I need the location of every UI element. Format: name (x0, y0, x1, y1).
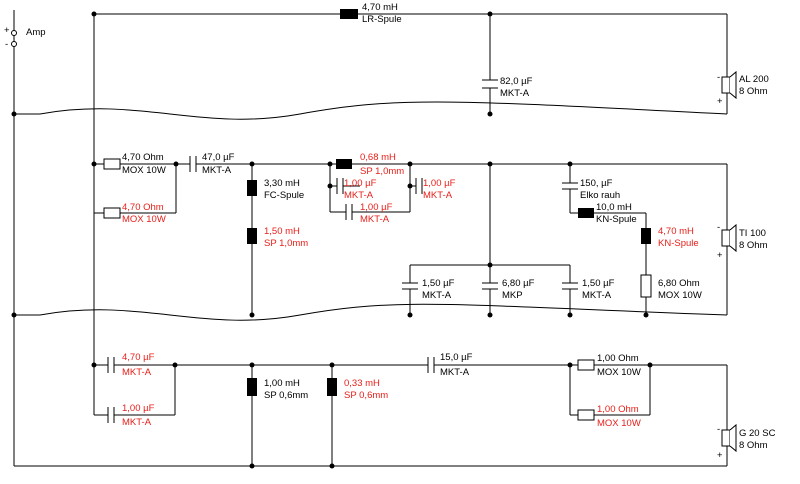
l330-type: FC-Spule (264, 190, 304, 201)
woofer-speaker: - + AL 200 8 Ohm (717, 70, 769, 107)
r1t-type: MOX 10W (597, 367, 641, 378)
c1t-capacitor: 1,00 µF MKT-A (107, 403, 155, 428)
lr-spule-inductor: 4,70 mH LR-Spule (340, 2, 402, 25)
mid-impedance: 8 Ohm (739, 240, 768, 251)
c1c-capacitor: 1,00 µF MKT-A (345, 202, 393, 225)
l10-inductor: 10,0 mH KN-Spule (578, 202, 637, 225)
c82-type: MKT-A (500, 88, 530, 99)
l470kn-inductor: 4,70 mH KN-Spule (641, 226, 699, 249)
l150-inductor: 1,50 mH SP 1,0mm (247, 226, 308, 249)
amp-minus: - (5, 39, 8, 50)
woofer-name: AL 200 (739, 74, 769, 85)
c150-type: Elko rauh (580, 190, 620, 201)
mid-plus: + (717, 250, 723, 261)
l033-type: SP 0,6mm (344, 390, 388, 401)
l330-value: 3,30 mH (264, 178, 300, 189)
c680-capacitor: 6,80 µF MKP (482, 278, 535, 301)
woofer-plus: + (717, 96, 723, 107)
c150a-capacitor: 1,50 µF MKT-A (402, 278, 455, 301)
c1b-value: 1,00 µF (423, 178, 456, 189)
c1b-capacitor: 1,00 µF MKT-A (415, 178, 456, 201)
r1-value: 4,70 Ohm (122, 152, 164, 163)
l033-value: 0,33 mH (344, 378, 380, 389)
r1-resistor: 4,70 Ohm MOX 10W (103, 152, 166, 176)
r680-resistor: 6,80 Ohm MOX 10W (640, 274, 702, 301)
tweeter-name: G 20 SC (739, 428, 776, 439)
c470t-capacitor: 4,70 µF MKT-A (107, 352, 155, 378)
amp-plus: + (4, 25, 10, 36)
l150-value: 1,50 mH (264, 226, 300, 237)
l068-inductor: 0,68 mH SP 1,0mm (336, 152, 404, 177)
woofer-impedance: 8 Ohm (739, 86, 768, 97)
c150b-capacitor: 1,50 µF MKT-A (562, 278, 615, 301)
l1t-inductor: 1,00 mH SP 0,6mm (247, 378, 308, 401)
r1t-value: 1,00 Ohm (597, 353, 639, 364)
c680-value: 6,80 µF (502, 278, 535, 289)
c470t-value: 4,70 µF (122, 352, 155, 363)
amp-label: Amp (26, 27, 46, 38)
c82-capacitor: 82,0 µF MKT-A (482, 76, 533, 99)
tweeter-minus: - (717, 424, 720, 435)
lr-spule-type: LR-Spule (362, 14, 402, 25)
c15-value: 15,0 µF (440, 352, 473, 363)
r1t2-resistor: 1,00 Ohm MOX 10W (577, 404, 641, 429)
c1c-type: MKT-A (360, 214, 390, 225)
r2-resistor: 4,70 Ohm MOX 10W (103, 202, 166, 225)
c1b-type: MKT-A (423, 190, 453, 201)
tweeter-impedance: 8 Ohm (739, 440, 768, 451)
wires (13, 10, 728, 467)
r680-type: MOX 10W (658, 290, 702, 301)
l1t-type: SP 0,6mm (264, 390, 308, 401)
junctions (11, 11, 653, 469)
c150a-type: MKT-A (422, 290, 452, 301)
mid-name: TI 100 (739, 228, 766, 239)
c150a-value: 1,50 µF (422, 278, 455, 289)
l10-value: 10,0 mH (596, 202, 632, 213)
mid-speaker: - + TI 100 8 Ohm (717, 222, 768, 261)
r1-type: MOX 10W (122, 165, 166, 176)
l330-inductor: 3,30 mH FC-Spule (247, 178, 304, 201)
c470t-type: MKT-A (122, 367, 152, 378)
r1t2-value: 1,00 Ohm (597, 404, 639, 415)
l033-inductor: 0,33 mH SP 0,6mm (327, 378, 388, 401)
l1t-value: 1,00 mH (264, 378, 300, 389)
c15-type: MKT-A (440, 367, 470, 378)
lr-spule-value: 4,70 mH (362, 2, 398, 13)
c47-value: 47,0 µF (202, 152, 235, 163)
r2-type: MOX 10W (122, 214, 166, 225)
r1t2-type: MOX 10W (597, 418, 641, 429)
c1t-type: MKT-A (122, 417, 152, 428)
l068-type: SP 1,0mm (360, 166, 404, 177)
c47-type: MKT-A (202, 165, 232, 176)
c1a-type: MKT-A (344, 190, 374, 201)
c47-capacitor: 47,0 µF MKT-A (189, 152, 235, 176)
c150-value: 150, µF (580, 178, 613, 189)
woofer-minus: - (717, 72, 720, 83)
c15-capacitor: 15,0 µF MKT-A (427, 352, 473, 378)
c1a-capacitor: 1,00 µF MKT-A (336, 178, 377, 201)
l068-value: 0,68 mH (360, 152, 396, 163)
c150b-value: 1,50 µF (582, 278, 615, 289)
r2-value: 4,70 Ohm (122, 202, 164, 213)
c82-value: 82,0 µF (500, 76, 533, 87)
c680-type: MKP (502, 290, 523, 301)
tweeter-speaker: - + G 20 SC 8 Ohm (717, 423, 776, 461)
tweeter-plus: + (717, 450, 723, 461)
c150-elko: 150, µF Elko rauh (562, 178, 620, 201)
c150b-type: MKT-A (582, 290, 612, 301)
r1t-resistor: 1,00 Ohm MOX 10W (577, 353, 641, 378)
mid-minus: - (717, 222, 720, 233)
l10-type: KN-Spule (596, 214, 637, 225)
l150-type: SP 1,0mm (264, 238, 308, 249)
c1a-value: 1,00 µF (344, 178, 377, 189)
c1c-value: 1,00 µF (360, 202, 393, 213)
l470kn-value: 4,70 mH (658, 226, 694, 237)
r680-value: 6,80 Ohm (658, 278, 700, 289)
c1t-value: 1,00 µF (122, 403, 155, 414)
l470kn-type: KN-Spule (658, 238, 699, 249)
amp-terminals: + - Amp (4, 25, 46, 50)
